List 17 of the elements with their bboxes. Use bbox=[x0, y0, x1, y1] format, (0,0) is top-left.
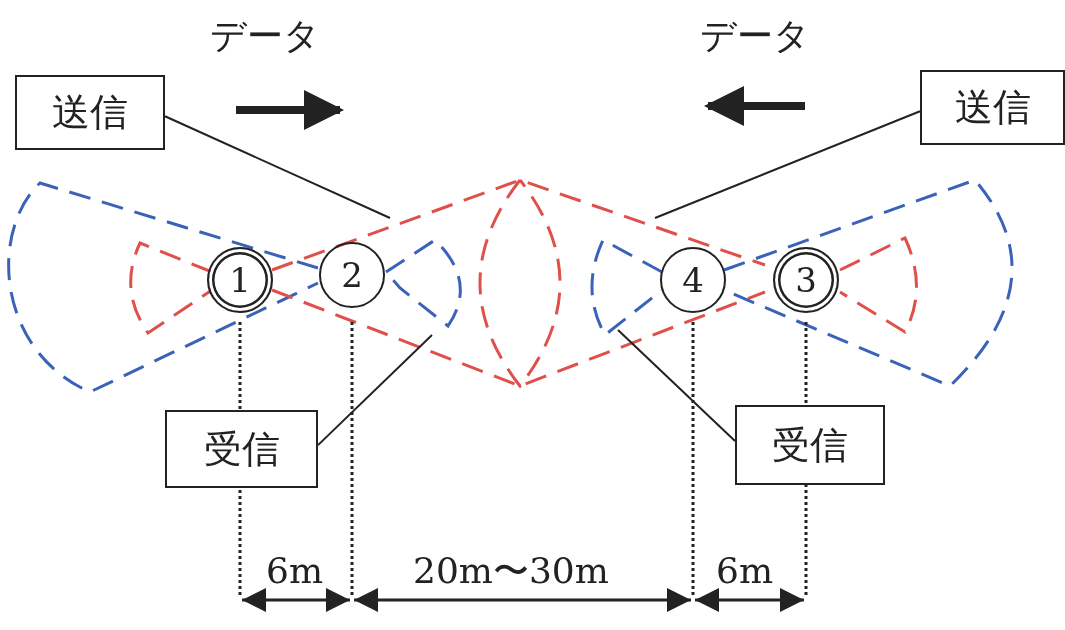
antenna-circle: 1 bbox=[207, 247, 273, 313]
dimension-label: 6m bbox=[266, 553, 324, 589]
label-box: 受信 bbox=[735, 405, 885, 485]
label-box: 受信 bbox=[165, 410, 318, 488]
leader-line bbox=[317, 334, 433, 447]
leader-line bbox=[617, 329, 736, 442]
data-label: データ bbox=[210, 18, 320, 54]
label-box: 送信 bbox=[920, 70, 1065, 145]
leader-line bbox=[654, 110, 921, 219]
dimension-label: 6m bbox=[716, 553, 774, 589]
label-box: 送信 bbox=[15, 75, 165, 150]
data-label: データ bbox=[700, 18, 810, 54]
leader-line bbox=[164, 115, 391, 219]
dimension-label: 20m〜30m bbox=[413, 553, 609, 589]
antenna-circle: 2 bbox=[319, 242, 385, 308]
antenna-circle: 4 bbox=[660, 247, 726, 313]
antenna-circle: 3 bbox=[773, 247, 839, 313]
